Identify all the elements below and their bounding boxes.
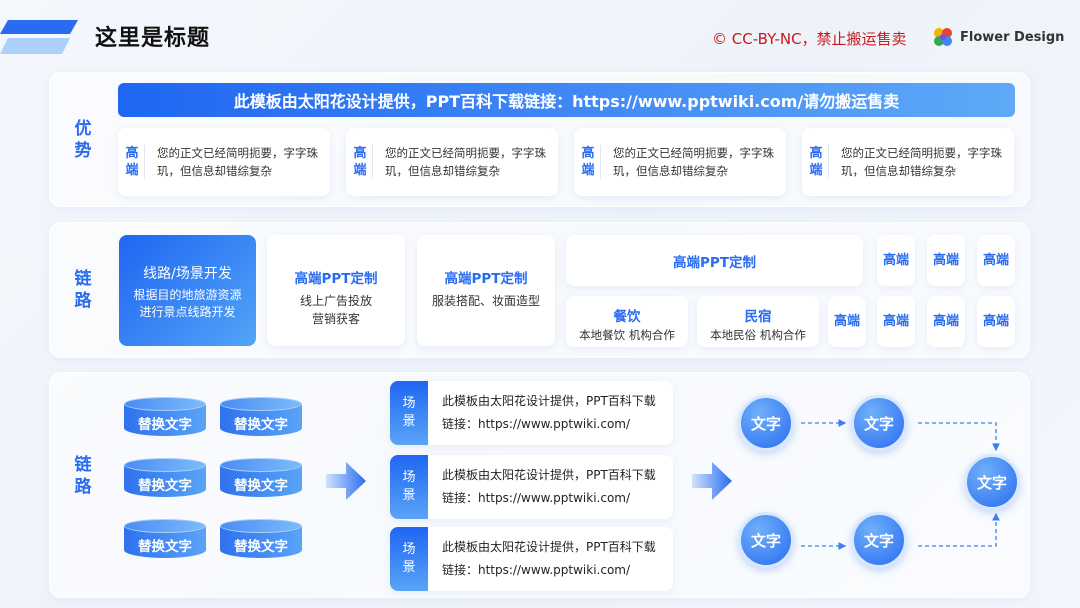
advantage-card: 高端 您的正文已经简明扼要，字字珠玑，但信息却错综复杂 xyxy=(346,128,558,196)
advantage-card-tag: 高端 xyxy=(576,145,601,179)
route-food-card: 餐饮 本地餐饮 机构合作 xyxy=(566,296,688,347)
route-main-title: 线路/场景开发 xyxy=(143,266,232,282)
cylinder: 替换文字 xyxy=(124,519,206,565)
advantage-card: 高端 您的正文已经简明扼要，字字珠玑，但信息却错综复杂 xyxy=(118,128,330,196)
cylinder-label: 替换文字 xyxy=(138,539,192,555)
flower-logo-icon xyxy=(934,28,952,46)
advantage-card-tag: 高端 xyxy=(804,145,829,179)
route-food-card: 民宿 本地民俗 机构合作 xyxy=(697,296,819,347)
route-food-title: 餐饮 xyxy=(613,309,641,325)
cylinder-label: 替换文字 xyxy=(234,417,288,433)
advantage-card-tag: 高端 xyxy=(348,145,373,179)
route-mini-tile: 高端 xyxy=(927,235,965,286)
route-label: 链路 xyxy=(74,269,92,311)
route-card: 高端PPT定制 服装搭配、妆面造型 xyxy=(417,235,555,346)
cylinder-label: 替换文字 xyxy=(138,478,192,494)
route-mini-tile: 高端 xyxy=(828,296,866,347)
scene-text: 此模板由太阳花设计提供，PPT百科下载链接：https://www.pptwik… xyxy=(442,540,656,577)
advantage-card: 高端 您的正文已经简明扼要，字字珠玑，但信息却错综复杂 xyxy=(574,128,786,196)
page-title: 这里是标题 xyxy=(95,26,211,51)
advantage-card-text: 您的正文已经简明扼要，字字珠玑，但信息却错综复杂 xyxy=(156,146,318,178)
cylinder-label: 替换文字 xyxy=(234,478,288,494)
route-food-desc: 本地民俗 机构合作 xyxy=(710,328,806,342)
scene-card: 场景 此模板由太阳花设计提供，PPT百科下载链接：https://www.ppt… xyxy=(390,527,673,591)
scene-tag: 场景 xyxy=(390,527,428,591)
route-main-card: 线路/场景开发 根据目的地旅游资源进行景点线路开发 xyxy=(119,235,256,346)
route-mini-tile: 高端 xyxy=(877,235,915,286)
cylinder: 替换文字 xyxy=(124,458,206,504)
header-logo-mark xyxy=(0,20,78,54)
route-mini-tile: 高端 xyxy=(977,296,1015,347)
arrow-right-icon xyxy=(692,462,732,500)
flow-node: 文字 xyxy=(738,512,794,568)
brand-name: Flower Design xyxy=(960,29,1065,45)
route-mini-tile: 高端 xyxy=(877,296,915,347)
scene-text: 此模板由太阳花设计提供，PPT百科下载链接：https://www.pptwik… xyxy=(442,468,656,505)
advantage-banner: 此模板由太阳花设计提供，PPT百科下载链接：https://www.pptwik… xyxy=(118,83,1015,117)
copyright-notice: © CC-BY-NC，禁止搬运售卖 xyxy=(712,30,907,48)
advantage-card-tag: 高端 xyxy=(120,145,145,179)
route-mini-tile: 高端 xyxy=(977,235,1015,286)
arrow-right-icon xyxy=(326,462,366,500)
advantage-card-text: 您的正文已经简明扼要，字字珠玑，但信息却错综复杂 xyxy=(840,146,1002,178)
brand: Flower Design xyxy=(932,26,1064,48)
flow-node: 文字 xyxy=(851,512,907,568)
flow-node: 文字 xyxy=(738,395,794,451)
flow-node: 文字 xyxy=(964,454,1020,510)
advantage-label: 优势 xyxy=(74,119,92,161)
route-card-title: 高端PPT定制 xyxy=(294,271,378,287)
advantage-card-text: 您的正文已经简明扼要，字字珠玑，但信息却错综复杂 xyxy=(612,146,774,178)
route-card: 高端PPT定制 线上广告投放营销获客 xyxy=(267,235,405,346)
route-main-desc: 根据目的地旅游资源进行景点线路开发 xyxy=(133,288,242,319)
route-mini-tile: 高端 xyxy=(927,296,965,347)
cylinder: 替换文字 xyxy=(220,458,302,504)
scene-tag: 场景 xyxy=(390,455,428,519)
route-card-desc: 服装搭配、妆面造型 xyxy=(431,294,540,308)
route-card-desc: 线上广告投放营销获客 xyxy=(299,294,372,326)
cylinder-label: 替换文字 xyxy=(234,539,288,555)
scene-text: 此模板由太阳花设计提供，PPT百科下载链接：https://www.pptwik… xyxy=(442,394,656,431)
route-food-title: 民宿 xyxy=(744,309,772,325)
advantage-card-text: 您的正文已经简明扼要，字字珠玑，但信息却错综复杂 xyxy=(384,146,546,178)
scene-card: 场景 此模板由太阳花设计提供，PPT百科下载链接：https://www.ppt… xyxy=(390,381,673,445)
cylinder: 替换文字 xyxy=(220,397,302,443)
advantage-card: 高端 您的正文已经简明扼要，字字珠玑，但信息却错综复杂 xyxy=(802,128,1014,196)
cylinder: 替换文字 xyxy=(124,397,206,443)
flow-label: 链路 xyxy=(74,455,92,497)
route-card-title: 高端PPT定制 xyxy=(444,271,528,287)
route-food-desc: 本地餐饮 机构合作 xyxy=(579,328,675,342)
route-wide-card: 高端PPT定制 xyxy=(566,235,863,286)
scene-card: 场景 此模板由太阳花设计提供，PPT百科下载链接：https://www.ppt… xyxy=(390,455,673,519)
cylinder: 替换文字 xyxy=(220,519,302,565)
cylinder-label: 替换文字 xyxy=(138,417,192,433)
scene-tag: 场景 xyxy=(390,381,428,445)
flow-node: 文字 xyxy=(851,395,907,451)
